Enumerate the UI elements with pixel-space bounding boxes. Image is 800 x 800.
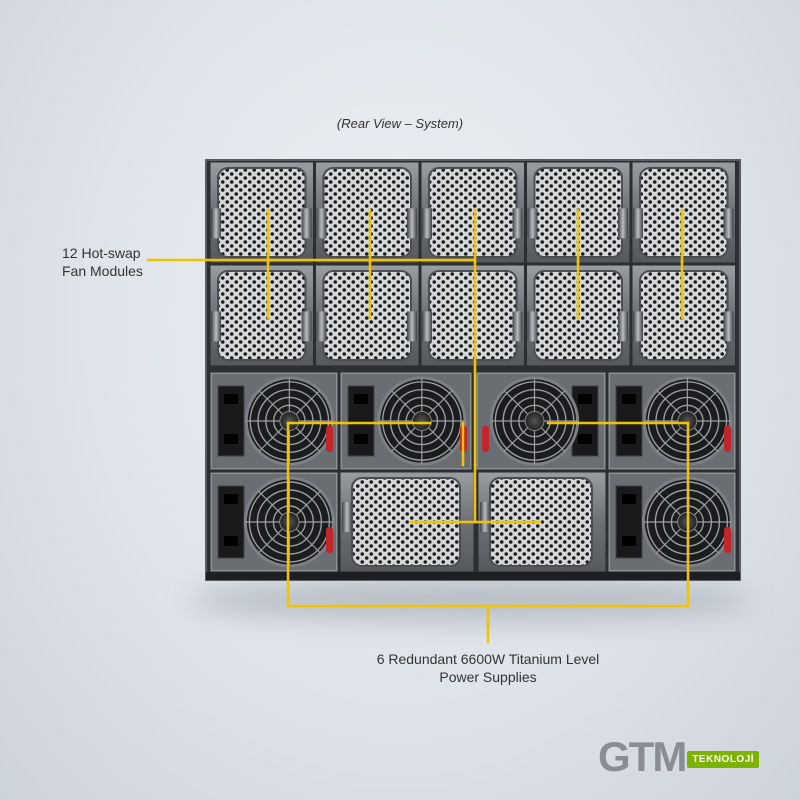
fan-grille [322,270,412,361]
fan-handle [723,311,734,342]
psu-release-handle [326,425,333,452]
blank-handle [480,502,490,532]
fan-module [209,264,314,367]
fan-module [315,264,420,367]
power-supply [475,371,607,471]
fan-handle [618,208,628,239]
fan-handle [512,311,523,342]
fan-module [631,161,736,264]
fan-handle [422,311,432,342]
fan-modules [209,161,736,367]
blank-grille-module [339,471,475,573]
fan-handle [633,311,643,342]
fan-handle [301,208,312,239]
power-supply [209,471,339,573]
power-supply [339,371,473,471]
floor-shadow [190,578,750,622]
fan-module [631,264,736,367]
fan-handle [301,311,312,342]
psu-release-handle [326,527,333,553]
fan-grille [217,167,307,258]
psu-label-line2: Power Supplies [439,669,537,685]
psu-release-handle [724,425,731,452]
fan-label-line2: Fan Modules [62,263,143,279]
fan-grille [639,167,729,258]
fan-grille [428,167,518,258]
brand-tag: TEKNOLOJİ [687,750,760,768]
fan-handle [512,208,523,239]
fan-module [420,264,525,367]
fan-grille [322,167,412,258]
fan-handle [211,208,221,239]
fan-handle [407,208,417,239]
chassis-base [206,572,740,580]
brand-name: GTM [598,733,687,780]
fan-grille [428,270,518,361]
view-title: (Rear View – System) [336,116,464,131]
fan-handle [527,208,538,239]
brand-logo: GTM TEKNOLOJİ [598,733,760,780]
fan-handle [527,311,538,342]
power-socket [615,385,643,457]
fan-module [315,161,420,264]
power-supply [209,371,339,471]
fan-grille [639,270,729,361]
fan-module [209,161,314,264]
fan-handle [316,311,327,342]
power-supply [607,371,737,471]
fan-handle [618,311,628,342]
fan-label-line1: 12 Hot-swap [62,245,141,261]
power-supplies-label: 6 Redundant 6600W Titanium Level Power S… [330,650,646,686]
blank-handle [342,502,352,532]
fan-modules-label: 12 Hot-swap Fan Modules [62,244,182,280]
fan-handle [723,208,734,239]
fan-handle [633,208,643,239]
psu-release-handle [724,527,731,553]
fan-handle [422,208,432,239]
callout-lines [146,208,690,644]
psu-release-handle [482,425,489,452]
power-supply [607,471,737,573]
fan-module [420,161,525,264]
fan-handle [211,311,221,342]
psu-label-line1: 6 Redundant 6600W Titanium Level [376,651,600,667]
fan-handle [316,208,327,239]
fan-grille [217,270,307,361]
fan-handle [407,311,417,342]
